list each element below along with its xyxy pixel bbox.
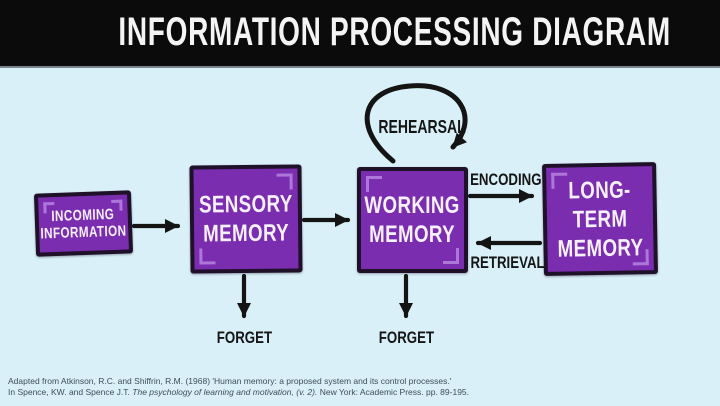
node-label-line: MEMORY <box>557 233 644 263</box>
node-long-term-memory: LONG-TERM MEMORY <box>542 162 658 276</box>
label-text: FORGET <box>216 328 272 347</box>
node-label: SENSORY MEMORY <box>199 190 293 249</box>
node-incoming-information: INCOMING INFORMATION <box>33 190 134 257</box>
node-label-line: INFORMATION <box>40 221 128 242</box>
label-retrieval: RETRIEVAL <box>460 253 544 273</box>
title-bar: INFORMATION PROCESSING DIAGRAM <box>0 0 720 68</box>
label-text: RETRIEVAL <box>470 253 545 272</box>
node-label: WORKING MEMORY <box>365 191 460 249</box>
label-text: REHEARSAL <box>378 117 466 137</box>
citation-text: Adapted from Atkinson, R.C. and Shiffrin… <box>8 376 452 386</box>
label-forget-sensory: FORGET <box>204 328 284 348</box>
citation-italic-text: The psychology of learning and motivatio… <box>132 387 318 397</box>
citation-line-2: In Spence, KW. and Spence J.T. The psych… <box>8 387 469 398</box>
citation-text: New York: Academic Press. pp. 89-195. <box>317 387 470 397</box>
corner-accent <box>276 173 293 190</box>
corner-accent <box>366 176 382 192</box>
label-text: FORGET <box>378 328 434 347</box>
citation-text: In Spence, KW. and Spence J.T. <box>8 387 133 397</box>
node-label-line: MEMORY <box>203 219 290 248</box>
page-title: INFORMATION PROCESSING DIAGRAM <box>118 10 671 54</box>
label-forget-working: FORGET <box>366 328 446 348</box>
corner-accent <box>199 248 216 265</box>
label-rehearsal: REHEARSAL <box>366 117 466 138</box>
node-label: INCOMING INFORMATION <box>40 205 128 242</box>
label-encoding: ENCODING <box>460 170 544 190</box>
corner-accent <box>443 248 459 264</box>
node-label-line: LONG-TERM <box>568 175 631 233</box>
node-label: LONG-TERM MEMORY <box>556 175 643 263</box>
node-sensory-memory: SENSORY MEMORY <box>189 164 303 274</box>
node-working-memory: WORKING MEMORY <box>357 167 468 273</box>
node-label-line: SENSORY <box>198 190 293 219</box>
citation-line-1: Adapted from Atkinson, R.C. and Shiffrin… <box>8 376 451 387</box>
node-label-line: WORKING <box>364 192 461 219</box>
node-label-line: MEMORY <box>369 221 456 248</box>
label-text: ENCODING <box>470 170 542 189</box>
